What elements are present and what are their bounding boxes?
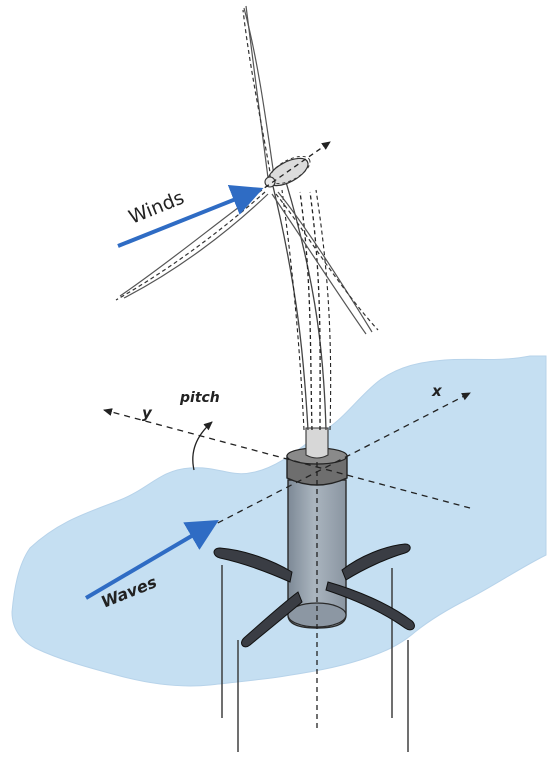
x-axis-line [207,392,471,529]
tower [271,181,332,431]
pitch-label: pitch [179,390,220,406]
x-axis-label: x [431,382,443,400]
water-surface [11,355,547,687]
mooring-arm-front-left [213,547,293,583]
mooring-arm-back-right [341,543,411,581]
mooring-arm-back-left [241,591,303,648]
waves-arrow [84,519,219,600]
winds-arrow [117,185,264,248]
spar-collar [286,427,348,486]
rotor-axis-arrow [249,141,331,199]
y-axis-line [103,408,471,509]
y-axis-label: y [142,404,153,422]
mooring-arms [213,543,415,648]
pitch-rotation-arrow [192,421,213,471]
mooring-lines [221,565,409,752]
mooring-arm-front-right [325,581,415,631]
rotor-blades [115,5,379,335]
